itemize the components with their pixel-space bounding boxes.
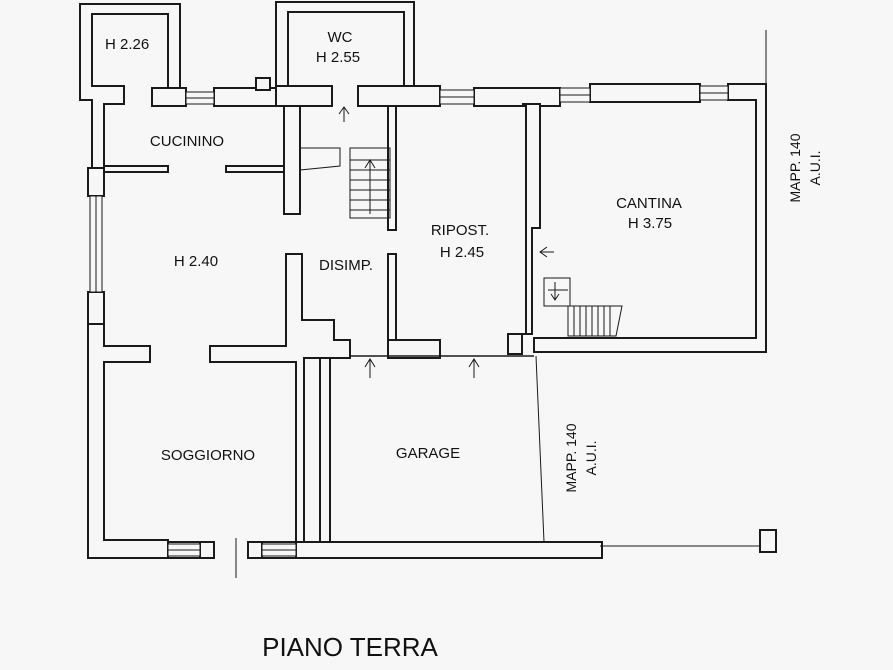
wall-chimney (255, 77, 271, 91)
wall-bottom-b (199, 541, 215, 559)
walls (79, 1, 767, 559)
arrow-ripost (539, 246, 554, 258)
wall-left-a (87, 167, 105, 197)
label-cantina-height: H 3.75 (628, 215, 672, 232)
wall-wc-bottom-left (275, 85, 333, 107)
wall-left-b (87, 291, 105, 325)
label-soggiorno: SOGGIORNO (161, 447, 255, 464)
wall-garage-bottom (295, 541, 603, 559)
label-wc-name: WC (328, 29, 353, 46)
arrow-garage-right (468, 358, 480, 378)
label-wc-height: H 2.55 (316, 49, 360, 66)
thin-lines (235, 30, 777, 578)
label-ripost-name: RIPOST. (431, 222, 489, 239)
label-mapp-bottom-1: MAPP. 140 (563, 423, 579, 492)
plan-title: PIANO TERRA (262, 632, 438, 662)
label-living-height: H 2.40 (174, 253, 218, 270)
label-mapp-right-2: A.U.I. (807, 150, 823, 185)
wall-cantina-left (507, 103, 541, 355)
stairs-main (299, 147, 391, 219)
label-disimp: DISIMP. (319, 257, 373, 274)
entry-arrows (338, 106, 554, 378)
wall-kitchen-top-a (151, 87, 187, 107)
arrow-wc (338, 106, 350, 122)
wall-garage-left (319, 357, 331, 545)
boundary-post (759, 529, 777, 553)
wall-wc-bottom-right (357, 85, 441, 107)
wall-bottom-c (247, 541, 263, 559)
label-cucinino: CUCININO (150, 133, 224, 150)
stairs-cantina (543, 277, 623, 337)
windows (89, 85, 729, 557)
wall-living-bottom (209, 253, 351, 545)
label-mapp-right-1: MAPP. 140 (787, 133, 803, 202)
label-garage: GARAGE (396, 445, 460, 462)
label-cantina-name: CANTINA (616, 195, 682, 212)
wall-kitchen-bottom-left (103, 165, 169, 173)
wall-kitchen-bottom-right (225, 165, 287, 173)
wall-stair (283, 105, 301, 215)
label-small-room-height: H 2.26 (105, 36, 149, 53)
wall-top-mid (473, 87, 561, 107)
boundary-line-garage (535, 355, 545, 543)
wall-ripost-bottom (387, 339, 441, 359)
arrow-garage-left (364, 358, 376, 378)
wall-ripost-left (387, 105, 397, 231)
wall-cantina-outer (533, 83, 767, 353)
label-ripost-height: H 2.45 (440, 244, 484, 261)
label-mapp-bottom-2: A.U.I. (583, 440, 599, 475)
wall-left-lower (87, 323, 169, 559)
wall-top-cantina (589, 83, 701, 103)
